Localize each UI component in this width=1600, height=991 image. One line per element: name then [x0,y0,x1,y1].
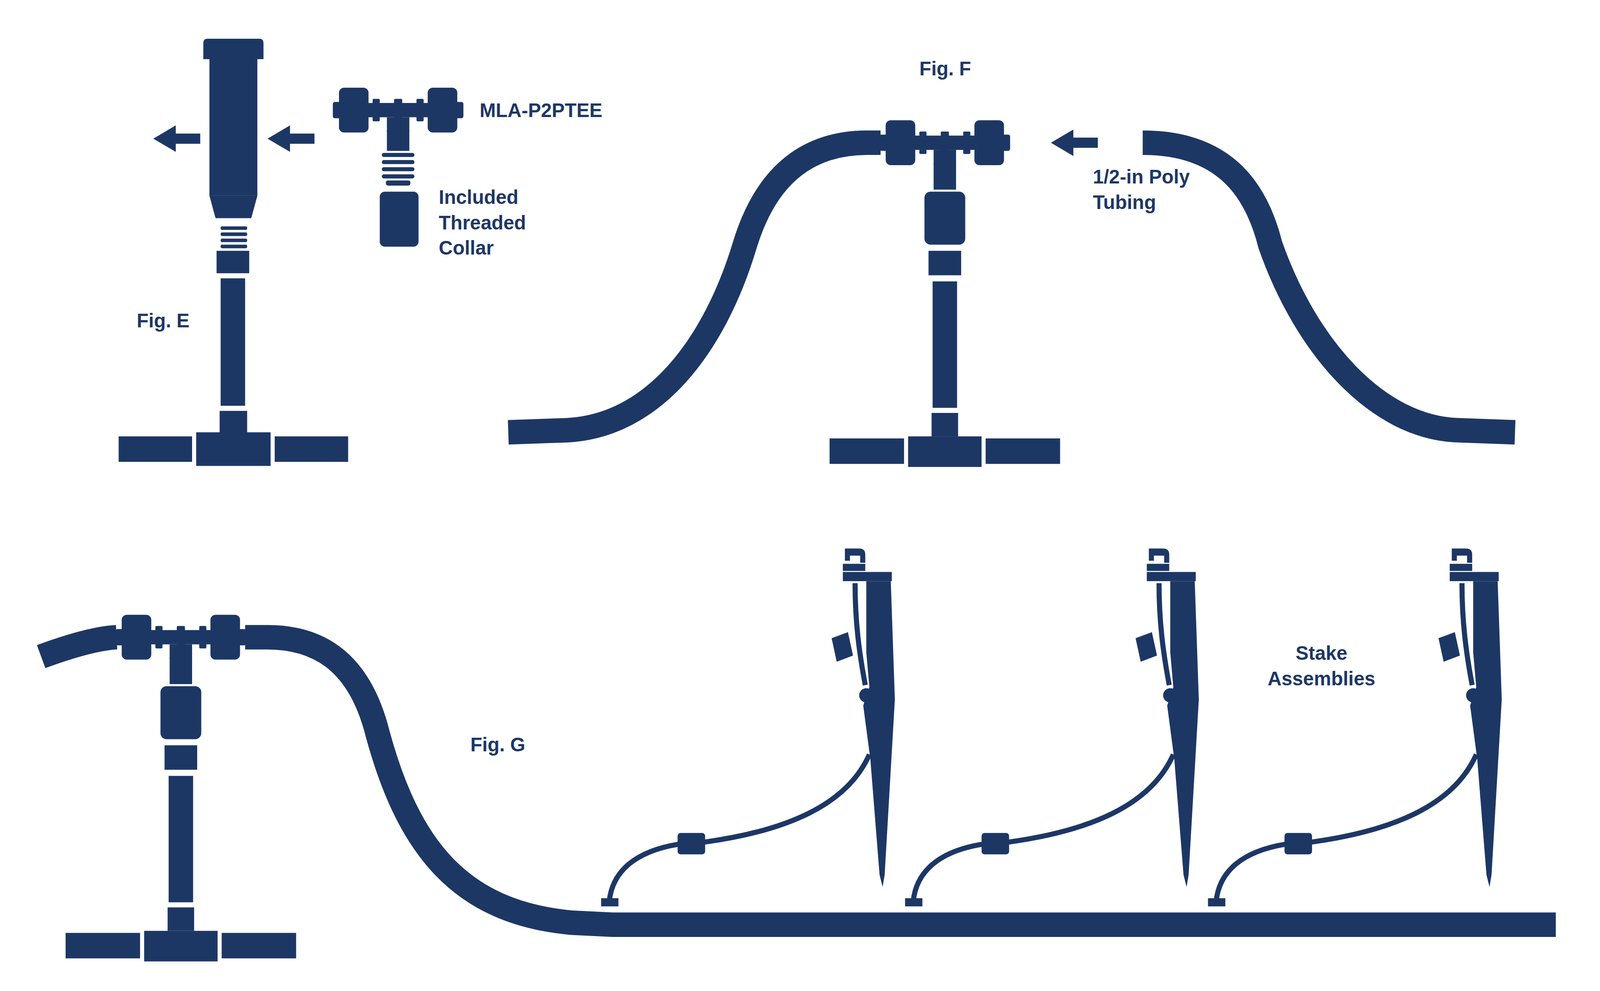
fig-g-assembly [65,548,1502,963]
part-label: Included Threaded Collar [438,184,526,262]
poly-tubing [508,142,1516,433]
poly-tubing [41,637,1557,925]
figure-label: Fig. G [470,732,526,759]
figure-label: Fig. E [136,308,190,334]
fig-f-assembly [829,120,1098,468]
figure-label: Fig. F [919,56,971,82]
part-label: MLA-P2PTEE [479,97,603,124]
part-label: 1/2-in Poly Tubing [1092,164,1218,216]
fig-e-sprinkler-riser [118,38,349,467]
part-label: Stake Assemblies [1267,640,1376,693]
